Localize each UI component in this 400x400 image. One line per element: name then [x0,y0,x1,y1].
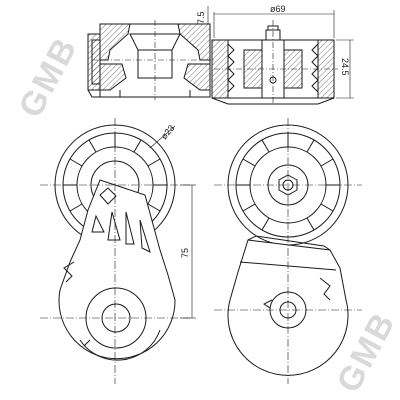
dim-pulley-width: 24.5 [340,58,350,76]
dim-center-distance: 75 [180,248,190,258]
section-view-pulley [211,20,338,105]
section-view-tensioner-arm [87,20,214,100]
watermark-left: GMB [12,31,86,124]
hex-bolt [278,174,298,196]
top-dimensions [207,6,354,99]
dim-width-offset: 7.5 [196,11,206,24]
dim-pulley-diameter: ø69 [270,4,286,14]
front-view-right [214,118,362,384]
dim-bore-diameter: ø23 [159,123,177,141]
front-view-left [40,118,196,384]
